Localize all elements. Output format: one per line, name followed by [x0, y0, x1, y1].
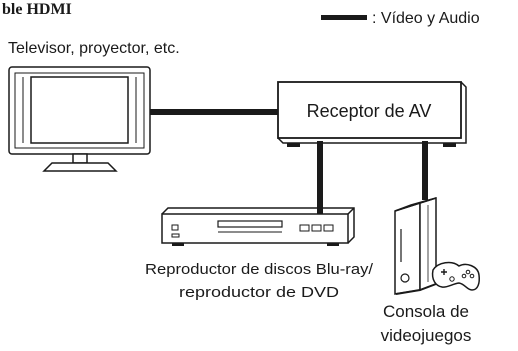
receiver-body [277, 81, 462, 139]
player-foot-right [327, 243, 339, 246]
gamepad-button-x [461, 273, 467, 279]
legend-label: : Vídeo y Audio [372, 10, 480, 27]
gamepad-button-b [469, 273, 475, 279]
gamepad-button-a [465, 269, 471, 275]
bluray-player-icon [161, 207, 355, 246]
tv-base [42, 162, 118, 172]
tv-icon [8, 66, 151, 172]
console-power-ring [400, 273, 410, 283]
hdmi-cables [150, 109, 428, 216]
player-power-button [171, 224, 179, 231]
player-foot-left [172, 243, 184, 246]
legend: : Vídeo y Audio [321, 10, 480, 27]
receiver-foot-right [443, 143, 456, 147]
receiver-foot-left [287, 143, 300, 147]
legend-line-swatch [321, 15, 367, 20]
player-button-3 [323, 224, 334, 232]
player-top-edge [347, 207, 355, 215]
player-button-1 [299, 224, 310, 232]
player-label-line2: reproductor de DVD [179, 284, 339, 301]
tv-neck [72, 153, 88, 164]
gamepad-thumbstick [449, 276, 455, 282]
gamepad-icon [431, 261, 480, 291]
receiver-depth [277, 81, 467, 144]
receiver-label: Receptor de AV [307, 101, 432, 121]
player-button-2 [311, 224, 322, 232]
console-label-line1: Consola de [383, 302, 469, 321]
gamepad-dpad [441, 269, 447, 275]
diagram-heading: ble HDMI [2, 1, 72, 18]
av-receiver: Receptor de AV [277, 81, 467, 147]
player-small-button [171, 233, 180, 238]
tv-label: Televisor, proyector, etc. [8, 40, 180, 57]
tv-screen [30, 76, 129, 144]
console-top [394, 197, 437, 212]
console-foot [395, 283, 437, 295]
console-label-line2: videojuegos [381, 326, 472, 345]
player-disc-tray [217, 220, 283, 228]
player-label-line1: Reproductor de discos Blu-ray/ [145, 261, 374, 278]
game-console-icon [394, 196, 437, 295]
